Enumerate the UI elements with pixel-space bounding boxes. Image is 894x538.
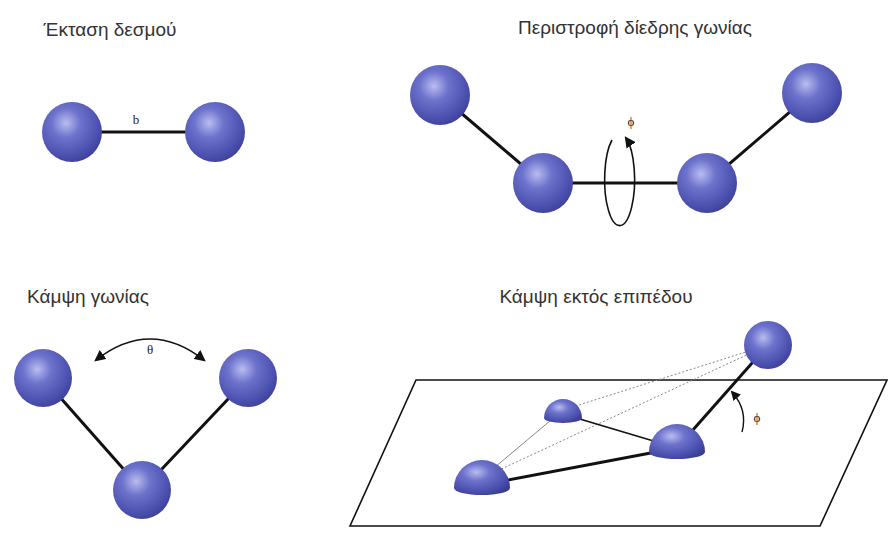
angle-arrow — [96, 339, 204, 360]
bond — [482, 448, 677, 485]
panel-title: Περιστροφή δίεδρης γωνίας — [518, 18, 752, 39]
atom — [677, 153, 737, 213]
out-of-plane-bending — [350, 321, 887, 526]
dihedral-rotation — [410, 63, 842, 226]
panel-title: Κάμψη εκτός επιπέδου — [499, 287, 692, 308]
atom — [113, 461, 171, 519]
angle-symbol: θ — [147, 343, 153, 357]
atom — [744, 321, 792, 369]
angle-arrow — [732, 392, 744, 432]
atom — [42, 102, 102, 162]
atom — [14, 349, 72, 407]
angle-symbol: ϕ — [754, 411, 761, 425]
bond-symbol: b — [133, 113, 140, 127]
plane — [350, 380, 887, 526]
angle-bending — [14, 339, 277, 519]
atom — [513, 153, 573, 213]
rotation-arrow — [605, 138, 635, 226]
half-atom — [649, 424, 705, 459]
bond — [95, 131, 192, 134]
panel-title: Κάμψη γωνίας — [27, 287, 149, 308]
atom — [782, 63, 842, 123]
atom — [185, 102, 245, 162]
half-atom — [454, 460, 510, 495]
bond-stretch — [42, 102, 245, 162]
half-atom — [544, 399, 582, 423]
atom — [410, 65, 470, 125]
atom — [219, 349, 277, 407]
panel-title: Έκταση δεσμού — [44, 20, 177, 41]
dihedral-symbol: ϕ — [628, 115, 635, 129]
